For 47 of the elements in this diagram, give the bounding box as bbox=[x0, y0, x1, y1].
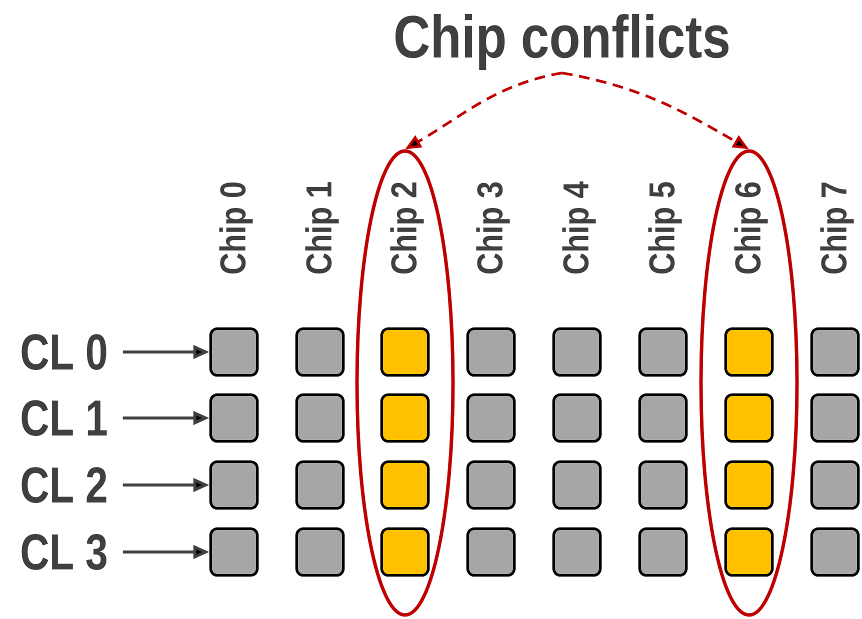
conflict-ellipse bbox=[699, 149, 799, 617]
conflict-ellipse bbox=[355, 149, 455, 617]
cell-square bbox=[638, 527, 688, 577]
row-label: CL 2 bbox=[22, 467, 106, 503]
column-label: Chip 6 bbox=[734, 182, 768, 274]
cell-square bbox=[552, 527, 602, 577]
cell-square bbox=[209, 527, 259, 577]
cell-square bbox=[295, 527, 345, 577]
cell-square bbox=[724, 460, 774, 510]
row-label: CL 1 bbox=[22, 400, 107, 436]
heading: Chip conflicts bbox=[396, 14, 728, 70]
cell-square bbox=[810, 327, 860, 377]
cell-square bbox=[552, 393, 602, 443]
column-label: Chip 0 bbox=[219, 182, 253, 274]
cell-square bbox=[209, 460, 259, 510]
column-label: Chip 2 bbox=[390, 182, 424, 274]
column-label: Chip 7 bbox=[820, 182, 854, 274]
cell-square bbox=[209, 327, 259, 377]
cell-square bbox=[380, 460, 430, 510]
cell-square bbox=[466, 460, 516, 510]
column-label: Chip 3 bbox=[476, 182, 510, 274]
cell-square bbox=[552, 327, 602, 377]
column-label: Chip 4 bbox=[562, 181, 596, 274]
row-label: CL 3 bbox=[22, 534, 106, 570]
cell-square bbox=[295, 393, 345, 443]
cell-square bbox=[810, 527, 860, 577]
cell-square bbox=[810, 460, 860, 510]
cell-square bbox=[295, 327, 345, 377]
cell-square bbox=[552, 460, 602, 510]
cell-square bbox=[638, 393, 688, 443]
cell-square bbox=[380, 327, 430, 377]
cell-square bbox=[638, 327, 688, 377]
cell-square bbox=[724, 393, 774, 443]
cell-square bbox=[724, 527, 774, 577]
column-label: Chip 5 bbox=[648, 182, 682, 274]
cell-square bbox=[724, 327, 774, 377]
cell-square bbox=[466, 527, 516, 577]
row-label: CL 0 bbox=[22, 334, 106, 370]
cell-square bbox=[466, 393, 516, 443]
cell-square bbox=[209, 393, 259, 443]
cell-square bbox=[380, 527, 430, 577]
column-label: Chip 1 bbox=[305, 182, 339, 274]
cell-square bbox=[466, 327, 516, 377]
cell-square bbox=[295, 460, 345, 510]
cell-square bbox=[380, 393, 430, 443]
cell-square bbox=[638, 460, 688, 510]
cell-square bbox=[810, 393, 860, 443]
